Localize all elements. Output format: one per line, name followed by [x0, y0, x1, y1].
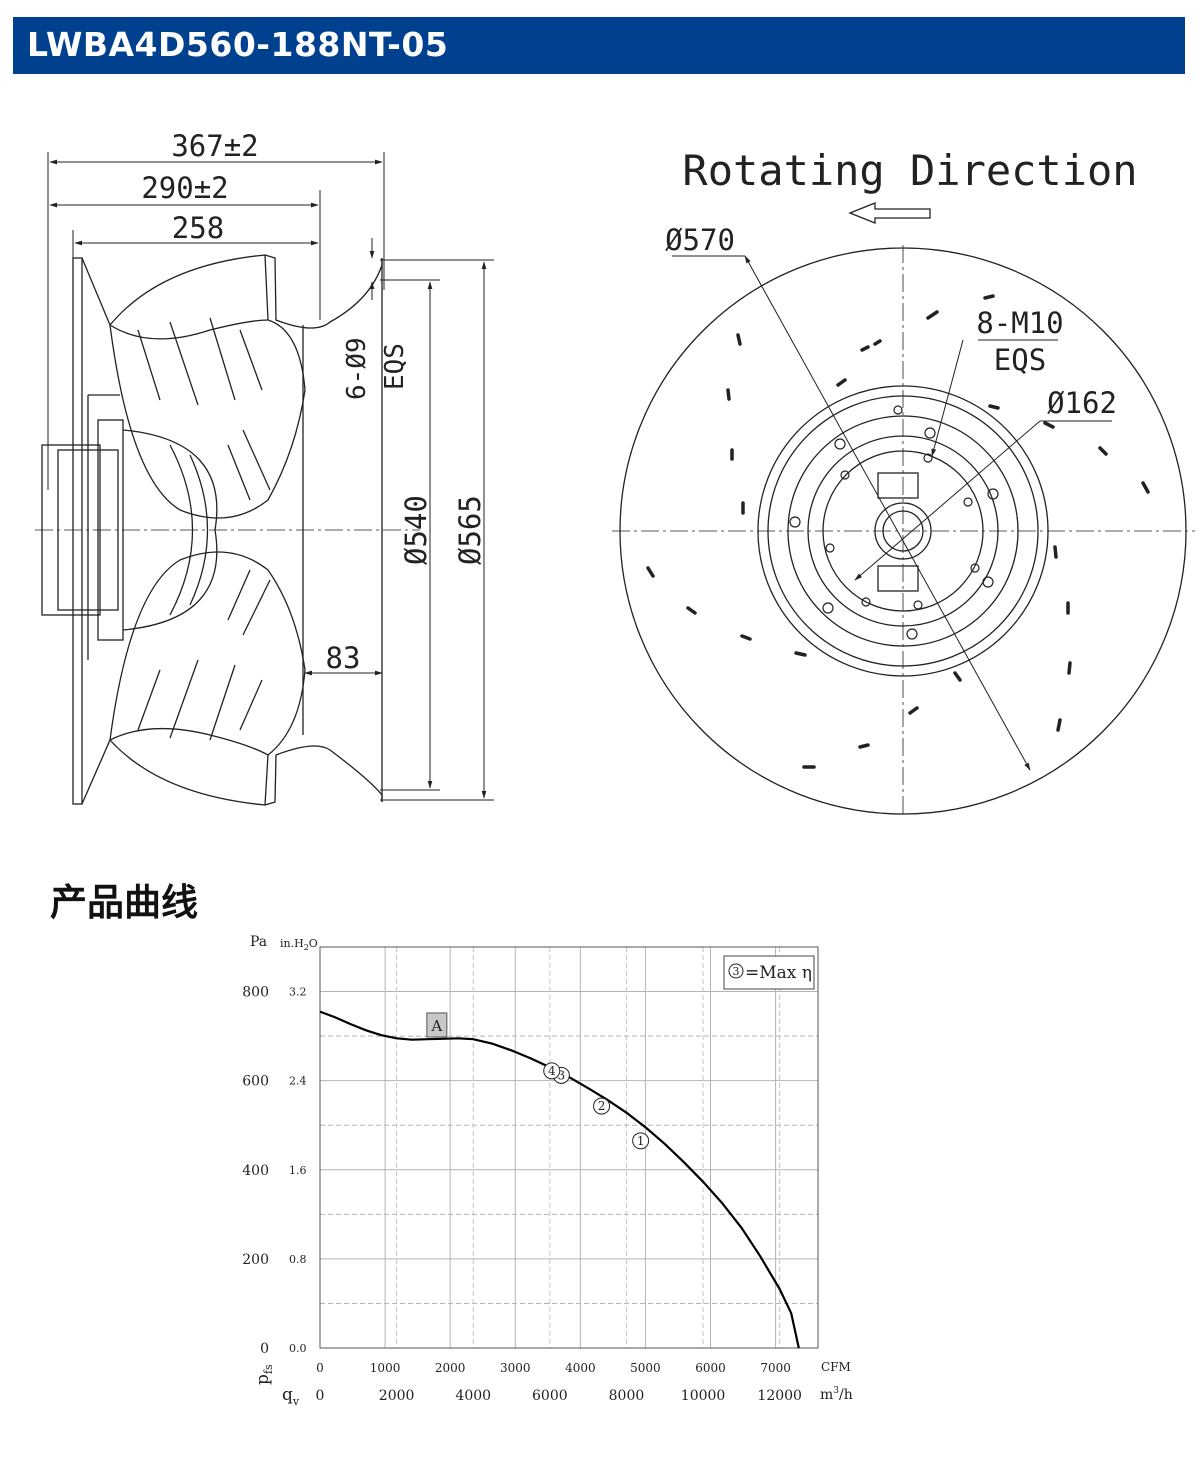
operating-point-marker — [543, 1062, 561, 1080]
y-tick-label-pa: 600 — [242, 1074, 269, 1090]
x-tick-label-cfm: 5000 — [630, 1361, 661, 1375]
m3h-axis-unit: m3/h — [820, 1386, 853, 1403]
y-tick-label-inh2o: 2.4 — [289, 1075, 307, 1088]
operating-point-label: 1 — [637, 1134, 645, 1148]
x-tick-label-cfm: 4000 — [565, 1361, 596, 1375]
dim-d570: Ø570 — [665, 223, 735, 257]
x-tick-label-m3h: 8000 — [609, 1388, 645, 1404]
y-tick-label-pa: 200 — [242, 1252, 269, 1268]
side-view — [35, 152, 494, 806]
cfm-axis-unit: CFM — [821, 1360, 851, 1374]
y-tick-label-inh2o: 1.6 — [289, 1164, 307, 1177]
annotation-a-box — [426, 1012, 448, 1038]
x-symbol: qv — [282, 1385, 300, 1408]
x-tick-label-m3h: 4000 — [455, 1388, 491, 1404]
x-tick-label-cfm: 2000 — [435, 1361, 466, 1375]
dim-side-holes: 6-Ø9 — [342, 337, 372, 400]
x-tick-labels: 0 1000 2000 3000 4000 5000 6000 7000 0 2000 4000 60… — [316, 1361, 802, 1404]
front-view — [612, 202, 1195, 818]
legend-marker-label: 3 — [733, 965, 740, 978]
legend-marker — [728, 963, 744, 979]
dim-d565: Ø565 — [453, 495, 487, 565]
y-tick-label-inh2o: 3.2 — [289, 986, 307, 999]
dim-front-holes: 8-M10 — [976, 306, 1063, 340]
rotating-direction-label: Rotating Direction — [682, 146, 1137, 195]
section-title: 产品曲线 — [50, 881, 198, 924]
header-bar: LWBA4D560-188NT-05 — [13, 17, 1185, 74]
x-tick-label-cfm: 7000 — [760, 1361, 791, 1375]
x-tick-label-m3h: 12000 — [757, 1388, 802, 1404]
x-tick-label-m3h: 6000 — [532, 1388, 568, 1404]
y-tick-label-inh2o: 0.8 — [289, 1253, 307, 1266]
page-title: LWBA4D560-188NT-05 — [27, 25, 449, 64]
annotation-a-label: A — [430, 1017, 442, 1035]
y-tick-label-pa: 800 — [242, 985, 269, 1001]
operating-point-label: 3 — [558, 1068, 566, 1082]
plot-frame — [319, 946, 819, 1349]
y-tick-label-pa: 400 — [242, 1163, 269, 1179]
x-tick-label-cfm: 0 — [316, 1361, 324, 1375]
x-tick-label-m3h: 2000 — [379, 1388, 415, 1404]
chart-grid — [320, 947, 818, 1348]
y-tick-label-inh2o: 0.0 — [289, 1342, 307, 1355]
x-tick-label-cfm: 3000 — [500, 1361, 531, 1375]
y-tick-labels: 0 0.0 200 0.8 400 1.6 600 2.4 800 3.2 — [242, 985, 306, 1357]
dim-overall-length: 367±2 — [171, 129, 258, 163]
pressure-curve — [319, 1010, 800, 1349]
dim-d162: Ø162 — [1047, 386, 1117, 420]
dim-depth: 83 — [326, 641, 361, 675]
right-axis-unit: in.H2O — [280, 937, 318, 952]
operating-point-label: 4 — [548, 1064, 556, 1078]
y-tick-label-pa: 0 — [260, 1341, 269, 1357]
x-tick-label-cfm: 1000 — [370, 1361, 401, 1375]
chart-legend: 3 =Max η — [723, 955, 815, 990]
operating-point-label: 2 — [598, 1099, 606, 1113]
operating-point-marker — [593, 1097, 611, 1115]
left-axis-unit: Pa — [250, 934, 267, 950]
dim-flange-length: 290±2 — [141, 171, 228, 205]
legend-text: =Max η — [745, 963, 812, 983]
x-tick-label-cfm: 6000 — [695, 1361, 726, 1375]
technical-drawing: 367±2 290±2 258 6-Ø9 EQS Ø540 Ø565 83 — [35, 129, 1195, 818]
dim-front-eqs: EQS — [994, 343, 1046, 377]
operating-points: 1 2 34 — [543, 1062, 650, 1150]
dim-d540: Ø540 — [399, 495, 433, 565]
y-symbol: pfs — [253, 1364, 275, 1385]
dim-side-eqs: EQS — [380, 343, 410, 390]
operating-point-marker — [632, 1132, 650, 1150]
x-tick-label-m3h: 0 — [316, 1388, 325, 1404]
dim-body-length: 258 — [172, 211, 224, 245]
x-tick-label-m3h: 10000 — [681, 1388, 726, 1404]
annotation-a: A — [426, 1012, 448, 1038]
